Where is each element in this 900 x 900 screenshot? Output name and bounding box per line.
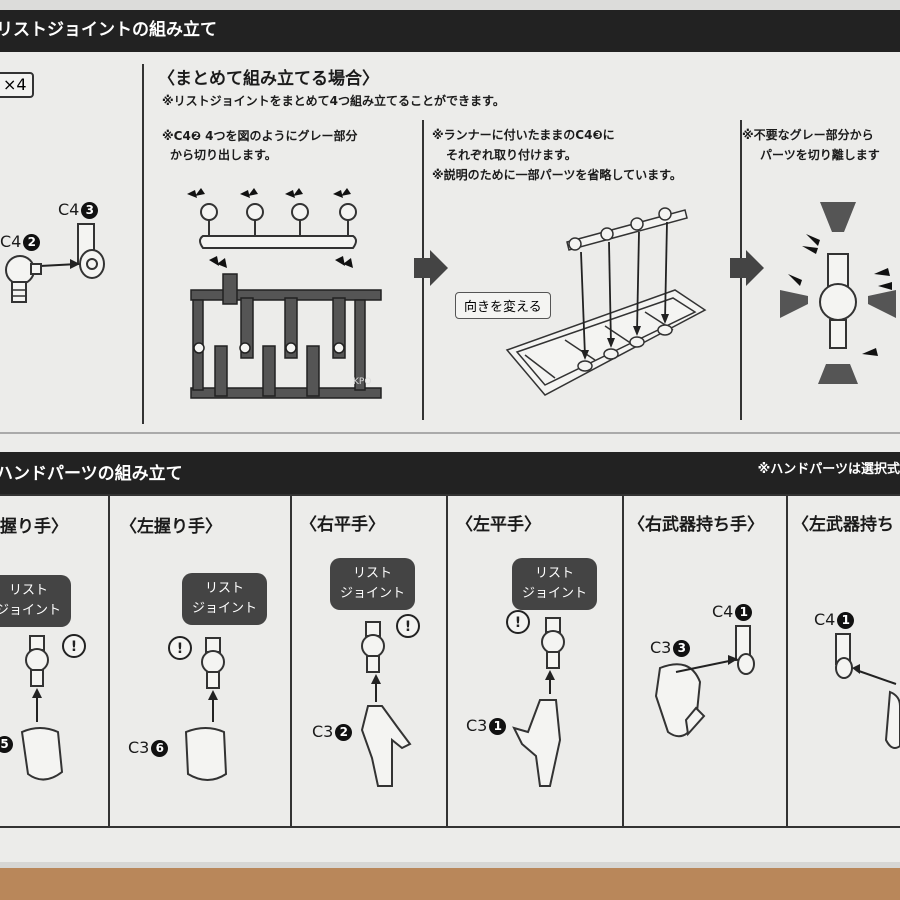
hand-title-left-flat: 〈左平手〉 — [456, 515, 541, 535]
hand-parts-illustrations: !! !! — [20, 610, 900, 787]
svg-text:!: ! — [177, 641, 183, 657]
grid-top-line — [0, 494, 900, 496]
divider — [622, 494, 624, 828]
sheet-bottom-edge — [0, 862, 900, 868]
quantity-label: ×4 — [0, 72, 34, 98]
bulk-assembly-title: 〈まとめて組み立てる場合〉 — [158, 69, 379, 89]
hand-title-left-weapon: 〈左武器持ち — [792, 515, 894, 535]
divider — [290, 494, 292, 828]
wrist-joint-tag: リストジョイント — [330, 558, 416, 610]
arrow-right-icon — [414, 250, 448, 286]
wrist-joint-tag: リストジョイント — [182, 573, 268, 625]
divider — [786, 494, 788, 828]
instruction-sheet — [0, 0, 900, 868]
step3-text-1: ※不要なグレー部分から — [742, 128, 874, 142]
step2-text-3: ※説明のために一部パーツを省略しています。 — [432, 168, 682, 182]
divider — [108, 494, 110, 828]
section-header-hand-parts: ハンドパーツの組み立て — [0, 452, 900, 496]
hand-title-right-fist: 握り手〉 — [0, 517, 68, 537]
part-separation-illustration — [780, 202, 896, 384]
turn-direction-callout: 向きを変える — [455, 292, 551, 319]
runner-cut-illustration: KPO — [187, 188, 382, 399]
hand-title-right-flat: 〈右平手〉 — [300, 515, 385, 535]
step1-text-2: から切り出します。 — [170, 148, 277, 162]
wrist-joint-parts-illustration — [5, 223, 105, 303]
arrow-right-icon — [730, 250, 764, 286]
wrist-joint-tag: リストジョイント — [0, 575, 72, 627]
svg-text:!: ! — [71, 639, 77, 655]
svg-text:!: ! — [515, 615, 521, 631]
wrist-joint-tag: リストジョイント — [512, 558, 598, 610]
section-divider — [0, 432, 900, 434]
hand-title-right-weapon: 〈右武器持ち手〉 — [628, 515, 764, 535]
sheet-top-edge — [0, 0, 900, 10]
grid-bottom-line — [0, 826, 900, 828]
divider — [446, 494, 448, 828]
divider — [142, 64, 144, 424]
step1-text-1: ※C4❷ 4つを図のようにグレー部分 — [162, 129, 358, 143]
runner-attach-illustration — [505, 207, 707, 396]
hand-title-left-fist: 〈左握り手〉 — [120, 517, 222, 537]
step3-text-2: パーツを切り離します — [760, 148, 880, 162]
bulk-assembly-note: ※リストジョイントをまとめて4つ組み立てることができます。 — [162, 94, 505, 108]
svg-text:KPO: KPO — [353, 377, 371, 387]
svg-text:!: ! — [405, 619, 411, 635]
step2-text-2: それぞれ取り付けます。 — [446, 148, 577, 162]
hand-parts-note: ※ハンドパーツは選択式 — [757, 462, 900, 477]
section-header-wrist-joint: リストジョイントの組み立て — [0, 10, 900, 52]
step2-text-1: ※ランナーに付いたままのC4❸に — [432, 128, 615, 142]
part-label: 5 — [0, 734, 13, 753]
